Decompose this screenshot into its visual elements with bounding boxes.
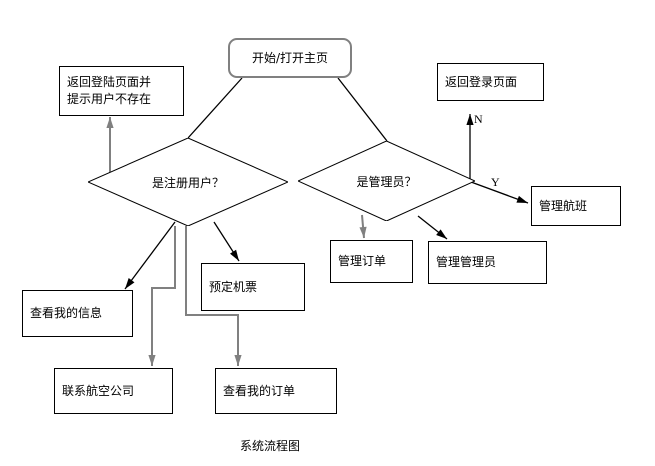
node-label: 管理管理员 — [436, 255, 497, 269]
edge-start-to-admin — [337, 77, 388, 142]
node-label: 开始/打开主页 — [251, 50, 329, 65]
edge-registered-to-contact-airline — [148, 226, 176, 366]
node-manage-orders[interactable]: 管理订单 — [330, 240, 413, 283]
node-label: 查看我的信息 — [30, 306, 103, 320]
decision-label: 是注册用户？ — [151, 175, 224, 190]
node-label: 管理航班 — [539, 198, 588, 213]
edge-registered-to-book-ticket — [213, 221, 240, 262]
edge-label-admin-no-to-return-login-page: N — [474, 112, 483, 126]
node-contact-airline[interactable]: 联系航空公司 — [54, 368, 173, 414]
node-return-login-page[interactable]: 返回登录页面 — [437, 63, 544, 101]
node-manage-flights[interactable]: 管理航班 — [531, 186, 621, 226]
node-label: 查看我的订单 — [223, 383, 296, 398]
decision-is-registered-user[interactable]: 是注册用户？ — [88, 138, 288, 226]
node-return-login-not-exist[interactable]: 返回登陆页面并 提示用户不存在 — [59, 66, 184, 116]
edge-label-admin-yes-to-manage-flights: Y — [491, 175, 500, 189]
node-manage-admins[interactable]: 管理管理员 — [428, 241, 547, 284]
node-start[interactable]: 开始/打开主页 — [228, 38, 352, 78]
diagram-caption: 系统流程图 — [240, 439, 301, 453]
node-label: 返回登录页面 — [445, 74, 518, 89]
decision-is-admin[interactable]: 是管理员？ — [298, 141, 475, 221]
node-label: 返回登陆页面并 提示用户不存在 — [67, 75, 152, 106]
node-view-my-orders[interactable]: 查看我的订单 — [215, 368, 337, 414]
node-label: 预定机票 — [209, 279, 258, 294]
node-label: 管理订单 — [338, 254, 387, 268]
node-view-my-info[interactable]: 查看我的信息 — [22, 290, 133, 337]
edge-start-to-registered — [187, 77, 243, 139]
edge-registered-to-view-info — [124, 221, 176, 290]
node-label: 联系航空公司 — [62, 383, 135, 398]
node-book-ticket[interactable]: 预定机票 — [201, 263, 305, 311]
decision-label: 是管理员？ — [356, 174, 417, 189]
